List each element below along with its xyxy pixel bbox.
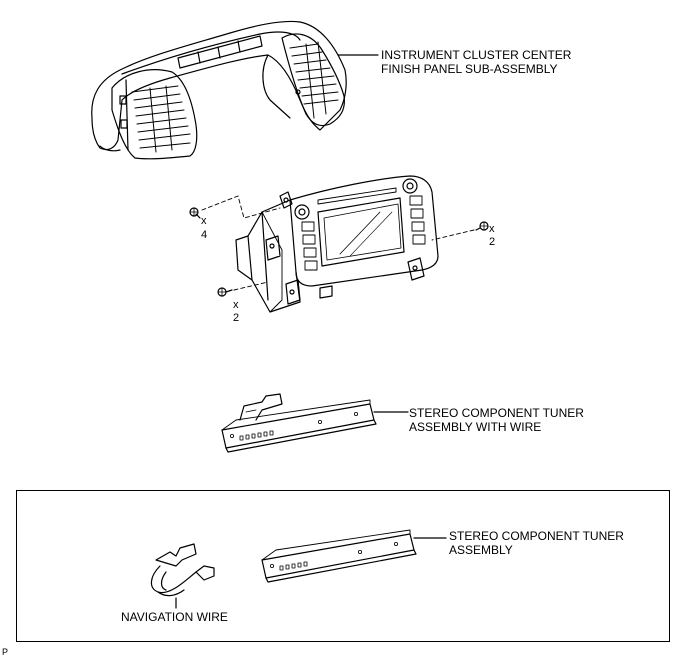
dashed-leader-right (431, 229, 475, 241)
radio-receiver-drawing (235, 175, 439, 313)
label-finish-panel-line2: FINISH PANEL SUB-ASSEMBLY (381, 62, 558, 76)
screw-count-left-top-x: x (201, 215, 207, 227)
screw-count-right-n: 2 (489, 236, 496, 248)
label-tuner-with-wire-line1: STEREO COMPONENT TUNER (409, 406, 584, 420)
dashed-leader-left-top (201, 195, 281, 219)
finish-panel-drawing (91, 20, 347, 160)
navigation-wire-drawing (150, 543, 215, 597)
figure-code: P (2, 647, 9, 657)
tuner-with-wire-drawing (221, 393, 377, 453)
alternate-assembly-box (16, 490, 670, 642)
tuner-assembly-drawing (261, 529, 417, 583)
dashed-leader-bottom (233, 281, 269, 291)
screw-left-top (189, 207, 201, 219)
label-finish-panel-line1: INSTRUMENT CLUSTER CENTER (381, 48, 572, 62)
screw-count-left-top-n: 4 (201, 229, 208, 241)
screw-count-bottom-n: 2 (233, 312, 240, 324)
label-tuner-with-wire-line2: ASSEMBLY WITH WIRE (409, 420, 542, 434)
screw-right (475, 221, 489, 231)
label-tuner-line2: ASSEMBLY (449, 543, 513, 557)
screw-bottom (217, 287, 233, 297)
screw-count-bottom-x: x (233, 299, 239, 311)
label-tuner-line1: STEREO COMPONENT TUNER (449, 529, 624, 543)
screw-count-right-x: x (489, 223, 495, 235)
label-navigation-wire: NAVIGATION WIRE (121, 610, 228, 624)
